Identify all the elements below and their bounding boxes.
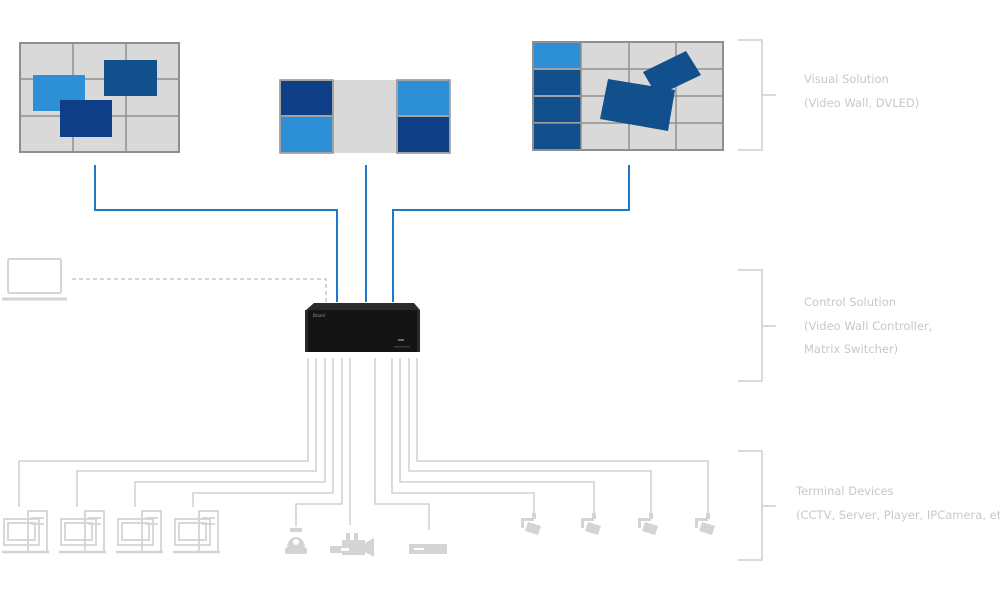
terminal-devices-label: Terminal Devices (CCTV, Server, Player, … [796, 480, 1000, 527]
cctv-camera-icon [581, 513, 601, 535]
controller-chassis-icon: Brand [305, 303, 420, 352]
wall-tile [281, 117, 332, 152]
media-player-icon [409, 544, 447, 554]
controller-brand: Brand [313, 313, 325, 318]
control-solution-line3: Matrix Switcher) [804, 342, 899, 356]
computer-icon [116, 510, 163, 554]
wall-tile [398, 117, 449, 152]
control-solution-label: Control Solution (Video Wall Controller,… [804, 291, 932, 362]
computer-icon [2, 510, 49, 554]
bracket-control [738, 269, 776, 382]
visual-solution-subtitle: (Video Wall, DVLED) [804, 95, 920, 110]
computer-icon [59, 510, 106, 554]
visual-solution-label: Visual Solution (Video Wall, DVLED) [804, 68, 919, 115]
cctv-camera-icon [695, 513, 715, 535]
cctv-camera-icon [638, 513, 658, 535]
video-wall-left [19, 42, 180, 153]
terminal-devices-title: Terminal Devices [796, 484, 894, 498]
video-wall-center [279, 79, 451, 154]
bracket-terminal [738, 450, 776, 561]
wall-window [643, 51, 701, 96]
video-wall-right [532, 41, 724, 151]
cctv-camera-icon [521, 513, 541, 535]
laptop-link [72, 278, 327, 302]
control-solution-title: Control Solution [804, 295, 897, 309]
terminal-wires [18, 358, 709, 530]
bracket-visual [738, 39, 776, 151]
video-camcorder-icon [330, 533, 374, 557]
laptop-icon [2, 258, 67, 301]
terminal-devices-subtitle: (CCTV, Server, Player, IPCamera, etc.) [796, 507, 1000, 522]
wall-window [60, 100, 112, 137]
dome-camera-icon [285, 528, 307, 554]
wall-tile [281, 81, 332, 115]
control-solution-line2: (Video Wall Controller, [804, 318, 933, 333]
visual-solution-title: Visual Solution [804, 72, 889, 86]
wall-window [104, 60, 157, 96]
display-wires [94, 165, 630, 302]
wall-tile [398, 81, 449, 115]
computer-icon [173, 510, 220, 554]
